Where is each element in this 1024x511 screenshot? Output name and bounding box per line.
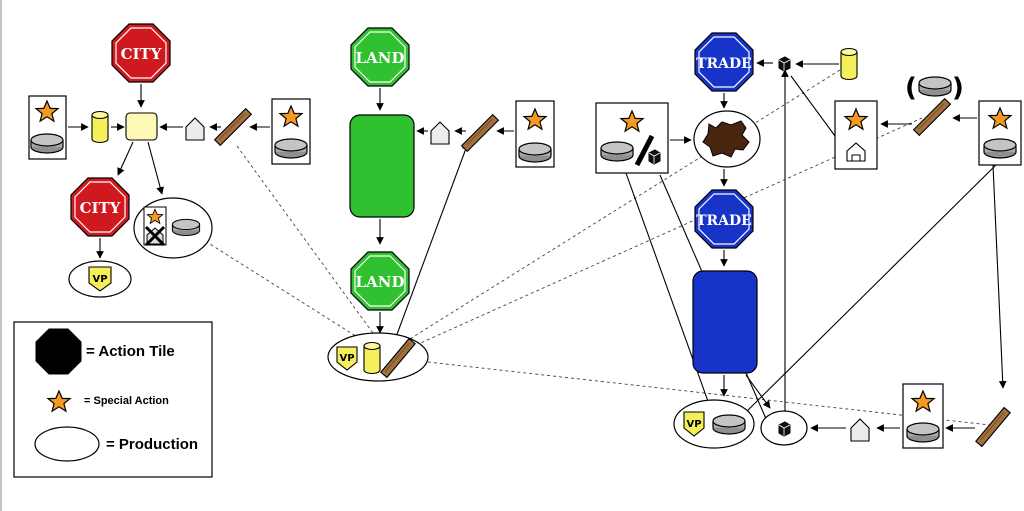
cube-icon bbox=[778, 421, 791, 437]
cylinder-icon bbox=[840, 47, 858, 81]
city-section: CITY CITY bbox=[28, 23, 311, 298]
house-icon bbox=[430, 121, 450, 145]
coin-icon bbox=[600, 141, 634, 162]
trade-production-vp: VP bbox=[673, 399, 755, 449]
special-action-card-land bbox=[515, 100, 555, 168]
land-section: LAND LAND VP bbox=[327, 27, 555, 382]
land-action-tile-top: LAND bbox=[350, 27, 410, 87]
log-icon bbox=[913, 98, 951, 136]
arrow-right-card-down bbox=[992, 164, 1007, 389]
arrow-trade-to-card bbox=[620, 161, 715, 419]
city-production-blocked bbox=[133, 197, 213, 259]
city-action-tile-top: CITY bbox=[111, 23, 171, 83]
land-tile-label-bottom: LAND bbox=[356, 273, 405, 291]
coin-icon bbox=[983, 138, 1017, 159]
log-icon bbox=[461, 114, 499, 152]
house-outline-icon bbox=[846, 142, 866, 162]
solid-connectors bbox=[382, 59, 1007, 429]
coin-icon bbox=[518, 142, 552, 163]
special-action-card-trade-bottom bbox=[902, 383, 944, 449]
legend-special-action: = Special Action bbox=[84, 395, 169, 407]
coin-icon bbox=[918, 76, 952, 97]
trade-board bbox=[692, 270, 758, 374]
coin-icon bbox=[906, 422, 940, 443]
legend: = Action Tile = Special Action = Product… bbox=[13, 321, 213, 478]
legend-action-tile: = Action Tile bbox=[86, 343, 175, 360]
action-tile-legend-icon bbox=[35, 328, 82, 375]
cylinder-icon bbox=[91, 110, 109, 144]
cube-icon bbox=[648, 149, 661, 165]
open-paren: ( bbox=[905, 73, 917, 103]
production-legend-icon bbox=[34, 426, 100, 462]
special-action-card-trade-right bbox=[978, 100, 1022, 166]
special-action-card-city bbox=[28, 95, 67, 160]
coin-icon bbox=[171, 218, 201, 237]
house-icon bbox=[185, 117, 205, 141]
land-board bbox=[349, 114, 415, 218]
dashed-link-city-log bbox=[236, 145, 379, 341]
dashed-link-land-log-bottom bbox=[409, 359, 991, 426]
hide-icon bbox=[702, 120, 750, 158]
land-production: VP bbox=[327, 332, 429, 382]
trade-action-tile-top: TRADE bbox=[694, 32, 754, 92]
vp-label-land: VP bbox=[339, 353, 354, 364]
trade-action-tile-bottom: TRADE bbox=[694, 189, 754, 249]
city-action-tile-bottom: CITY bbox=[70, 177, 130, 237]
special-action-card-city-right bbox=[271, 98, 311, 165]
line-card-to-cube bbox=[790, 75, 836, 137]
city-tile-label-top: CITY bbox=[121, 45, 162, 63]
vp-label-trade: VP bbox=[686, 419, 701, 430]
dashed-link-land-log bbox=[404, 117, 923, 351]
cube-icon bbox=[778, 56, 791, 72]
special-action-card-trade-left bbox=[595, 102, 669, 174]
trade-tile-label-bottom: TRADE bbox=[696, 213, 752, 229]
coin-icon bbox=[30, 133, 64, 154]
special-action-card-trade-middle bbox=[834, 100, 878, 170]
arrow-trade-to-card-right bbox=[739, 157, 1004, 419]
arrow-land-to-card bbox=[382, 142, 470, 373]
log-icon bbox=[975, 407, 1011, 447]
house-icon bbox=[850, 418, 870, 442]
legend-production: = Production bbox=[106, 436, 198, 453]
trade-production-hide bbox=[693, 110, 761, 168]
city-resource-box bbox=[125, 112, 158, 141]
house-blocked-icon bbox=[144, 225, 166, 247]
vp-label-city: VP bbox=[92, 274, 107, 285]
coin-icon bbox=[712, 414, 746, 435]
land-action-tile-bottom: LAND bbox=[350, 251, 410, 311]
trade-production-cube bbox=[760, 410, 808, 446]
city-production-vp: VP bbox=[68, 260, 132, 298]
dashed-link-land-trade-cyl bbox=[404, 69, 841, 343]
cylinder-icon bbox=[363, 341, 381, 375]
coin-icon bbox=[274, 138, 308, 159]
trade-tile-label-top: TRADE bbox=[696, 56, 752, 72]
trade-section: TRADE TRADE VP bbox=[595, 32, 1022, 449]
slash-icon bbox=[634, 134, 655, 167]
city-tile-label-bottom: CITY bbox=[80, 199, 121, 217]
land-tile-label-top: LAND bbox=[356, 49, 405, 67]
close-paren: ) bbox=[952, 73, 964, 103]
